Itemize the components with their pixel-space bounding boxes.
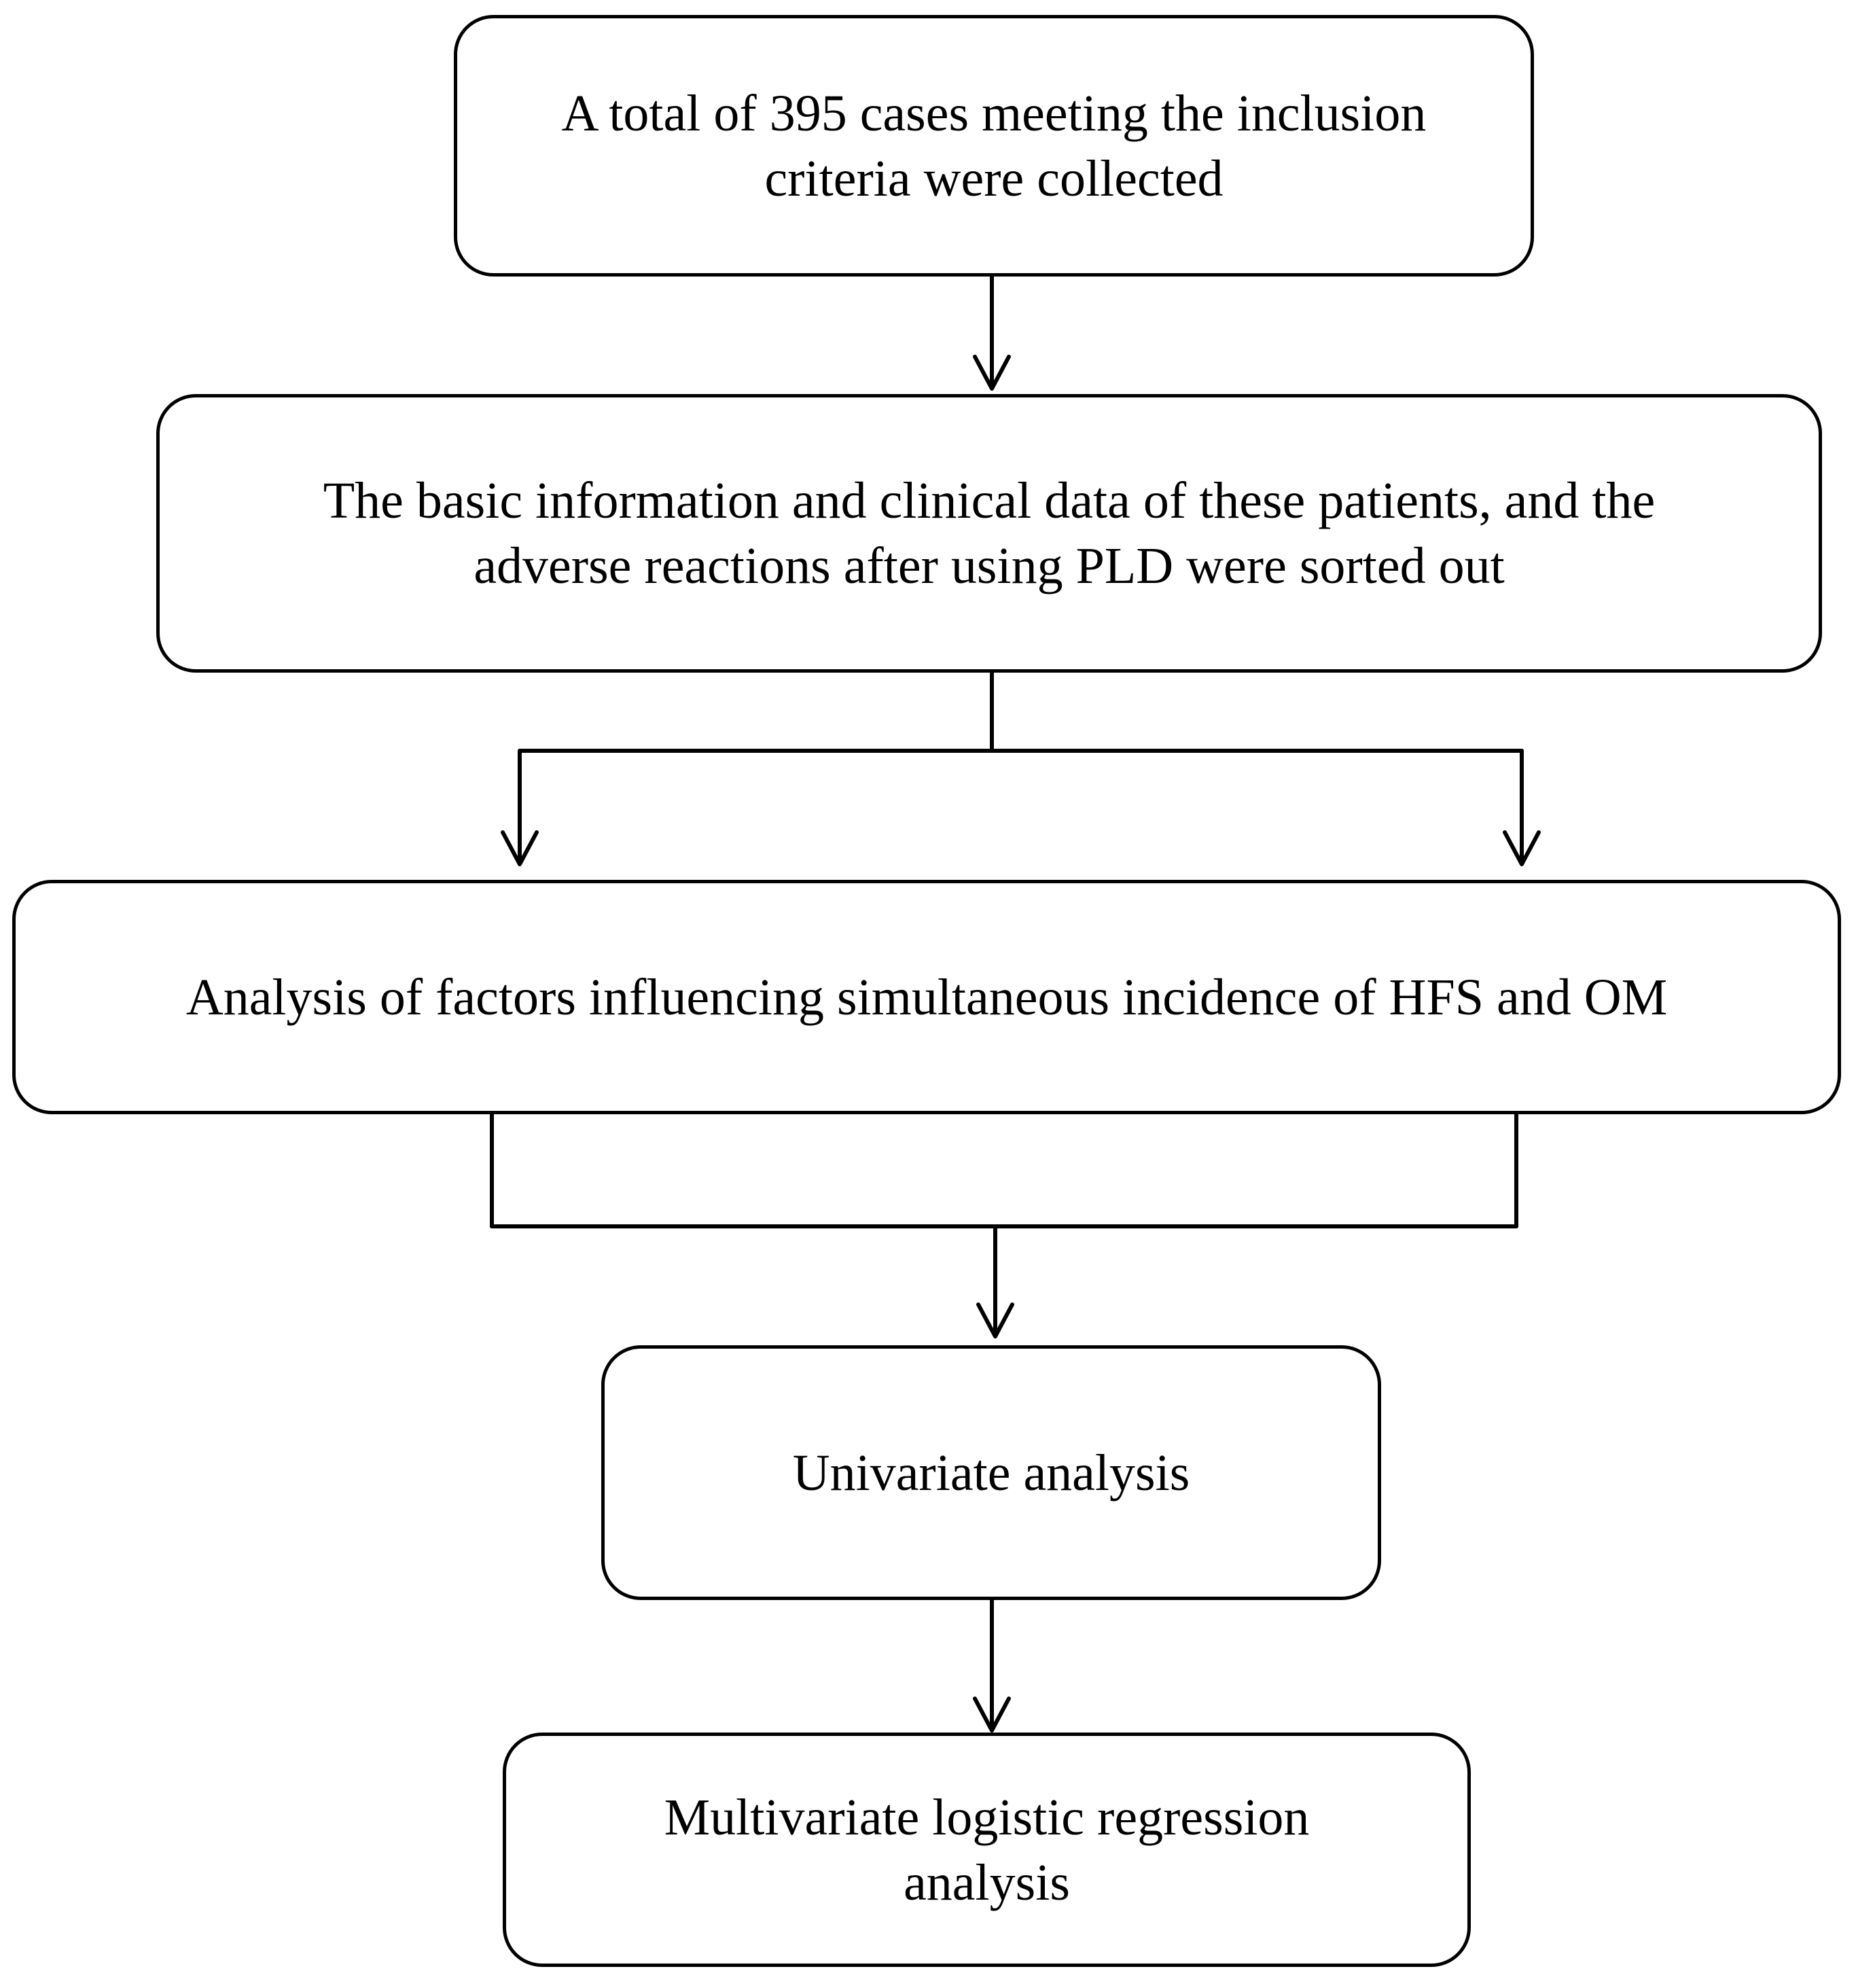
arrowhead-split-left xyxy=(501,830,539,866)
arrowhead-step4-to-step5 xyxy=(973,1697,1011,1733)
step-1-line-2: criteria were collected xyxy=(764,149,1224,207)
arrowhead-merge-to-step4 xyxy=(976,1302,1014,1338)
step-5-line-1: Multivariate logistic regression xyxy=(664,1788,1310,1846)
arrowhead-step1-to-step2 xyxy=(973,355,1011,391)
step-5-line-2: analysis xyxy=(904,1853,1070,1911)
step-4-line-1: Univariate analysis xyxy=(792,1444,1190,1502)
step-5-box: Multivariate logistic regression analysi… xyxy=(503,1733,1471,1967)
step-2-line-2: adverse reactions after using PLD were s… xyxy=(474,537,1505,594)
step-1-box: A total of 395 cases meeting the inclusi… xyxy=(454,15,1534,277)
step-3-box: Analysis of factors influencing simultan… xyxy=(12,880,1841,1114)
step-2-box: The basic information and clinical data … xyxy=(156,394,1822,673)
step-1-line-1: A total of 395 cases meeting the inclusi… xyxy=(561,84,1427,142)
step-4-box: Univariate analysis xyxy=(601,1345,1381,1600)
step-3-line-1: Analysis of factors influencing simultan… xyxy=(185,968,1668,1026)
arrowhead-split-right xyxy=(1503,830,1541,866)
step-2-line-1: The basic information and clinical data … xyxy=(323,472,1656,529)
